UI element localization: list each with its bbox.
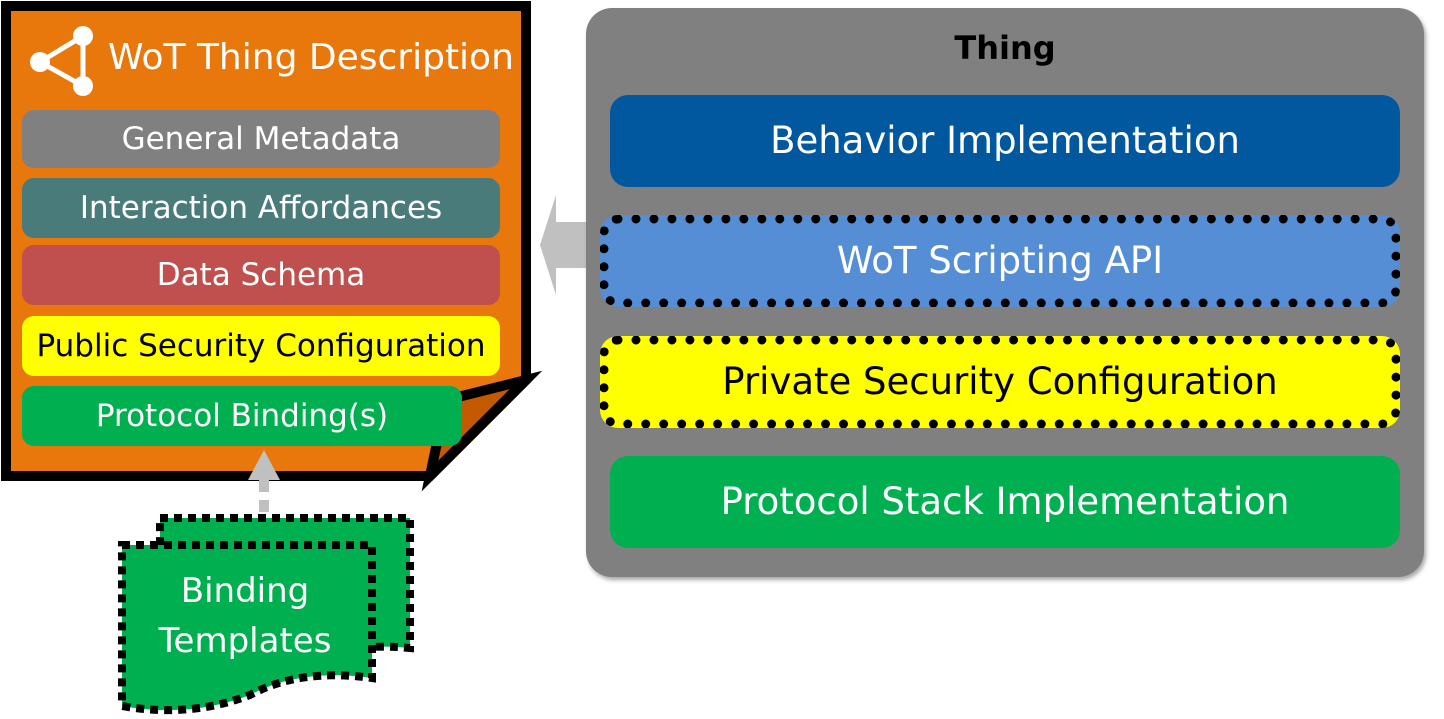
binding-templates-line1: Binding — [180, 571, 310, 611]
td-interaction-affordances: Interaction Affordances — [22, 178, 500, 238]
thing-private-security-configuration: Private Security Configuration — [600, 336, 1400, 428]
binding-arrow-head — [248, 450, 280, 480]
binding-templates-front-sheet — [118, 541, 376, 715]
td-data-schema: Data Schema — [22, 245, 500, 305]
thing-protocol-stack-implementation: Protocol Stack Implementation — [610, 456, 1400, 548]
binding-templates-line2: Templates — [158, 621, 332, 661]
thing-scripting-api: WoT Scripting API — [600, 215, 1400, 307]
thing-behavior-implementation: Behavior Implementation — [610, 95, 1400, 187]
td-protocol-bindings: Protocol Binding(s) — [22, 386, 462, 446]
thing-title: Thing — [954, 29, 1056, 67]
td-general-metadata: General Metadata — [22, 110, 500, 168]
td-public-security-configuration: Public Security Configuration — [22, 316, 500, 376]
thing-to-td-arrow — [540, 195, 600, 295]
binding-templates-label: Binding Templates — [140, 566, 350, 666]
td-title: WoT Thing Description — [108, 37, 514, 78]
